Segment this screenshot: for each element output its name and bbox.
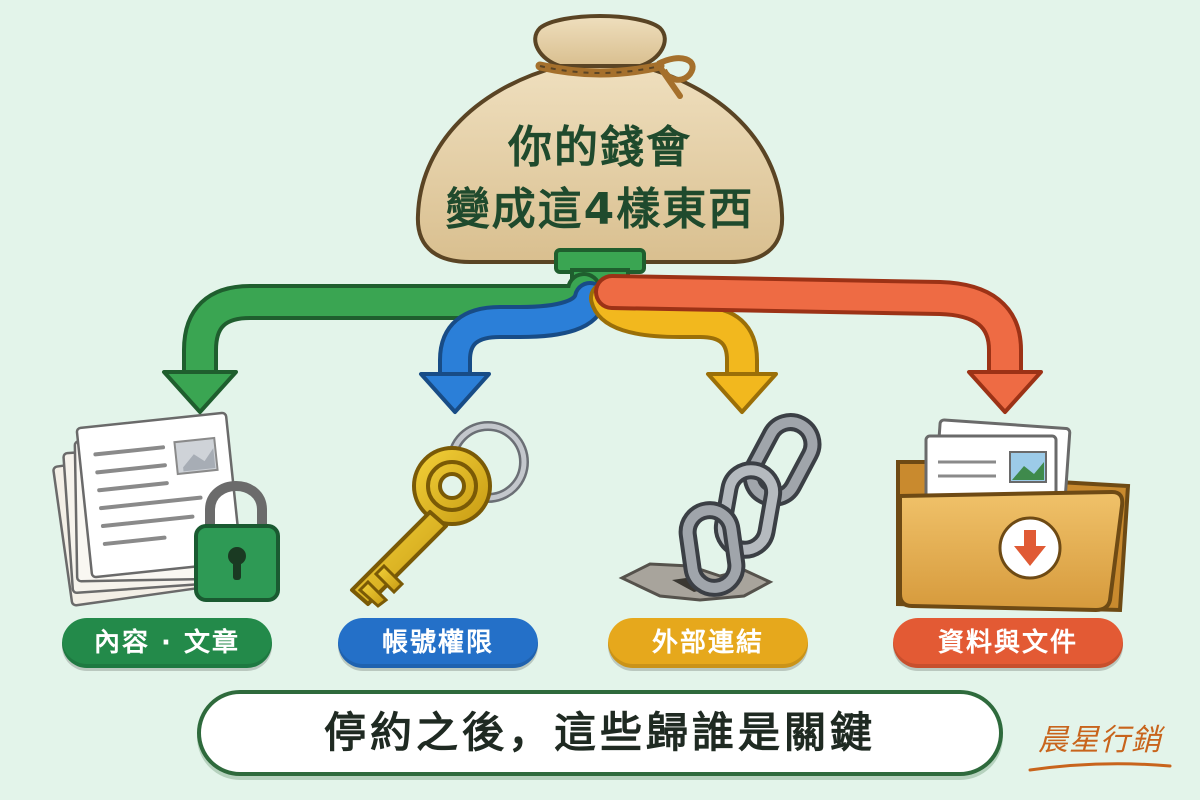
bag-title-line1: 你的錢會 <box>508 122 692 173</box>
brand-signature: 晨星行銷 <box>1038 723 1162 758</box>
label-account-permissions: 帳號權限 <box>338 618 538 668</box>
brand-underline-icon <box>1028 762 1172 772</box>
money-bag-icon <box>415 14 785 264</box>
folder-download-icon <box>896 418 1131 613</box>
label-content-articles: 內容 · 文章 <box>62 618 272 668</box>
bag-title-line2: 變成這4樣東西 <box>445 184 755 235</box>
footer-banner: 停約之後，這些歸誰是關鍵 <box>197 690 1003 776</box>
label-data-documents: 資料與文件 <box>893 618 1123 668</box>
key-icon <box>350 421 529 608</box>
label-external-links: 外部連結 <box>608 618 808 668</box>
arrow-yellow-icon <box>589 281 778 414</box>
chain-icon <box>618 413 822 602</box>
arrow-blue-icon <box>419 281 607 414</box>
documents-lock-icon <box>52 411 280 607</box>
footer-text: 停約之後，這些歸誰是關鍵 <box>323 708 876 757</box>
arrow-red-icon <box>594 274 1043 414</box>
